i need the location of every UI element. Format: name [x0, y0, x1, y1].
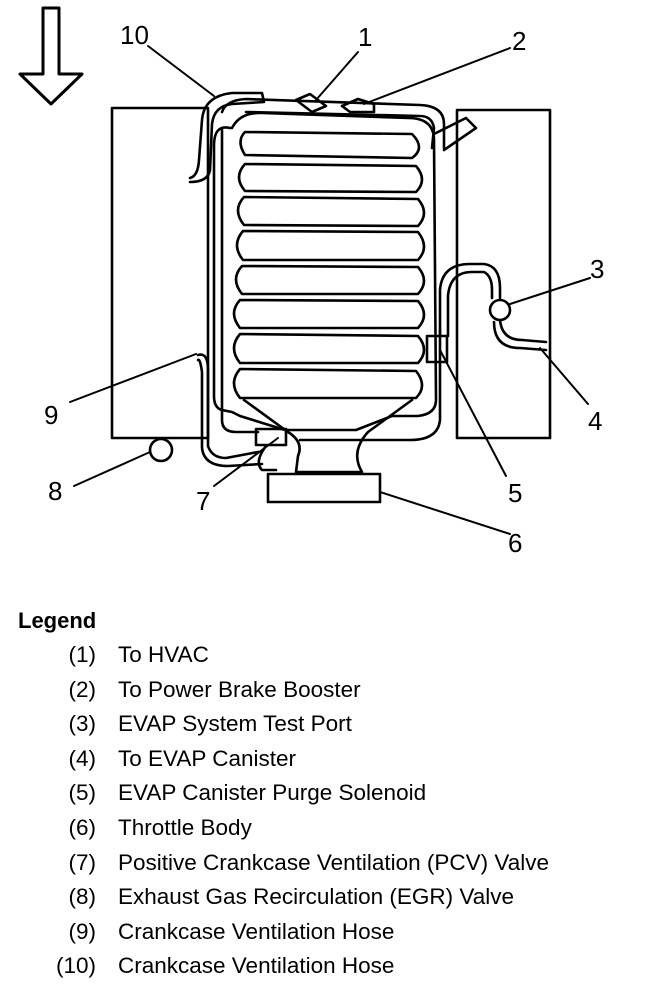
legend-item-label: Throttle Body	[118, 814, 252, 840]
legend-item: (6) Throttle Body	[18, 815, 658, 850]
legend-item-label: To EVAP Canister	[118, 745, 297, 771]
legend-item: (10) Crankcase Ventilation Hose	[18, 953, 658, 988]
evap-purge-solenoid	[425, 334, 449, 364]
legend-title: Legend	[18, 608, 97, 633]
legend-item-number: (10)	[55, 953, 96, 979]
callout-10: 10	[120, 20, 149, 50]
legend-item: (7) Positive Crankcase Ventilation (PCV) …	[18, 850, 658, 885]
callouts: 1 2 3 4 5 6 7 8 9 10	[44, 20, 604, 558]
legend-item: (5) EVAP Canister Purge Solenoid	[18, 780, 658, 815]
top-vacuum-hose	[220, 97, 446, 150]
intake-plenum	[212, 111, 438, 432]
callout-2: 2	[512, 26, 526, 56]
legend-item-label: To HVAC	[118, 642, 209, 667]
legend-item-label: Exhaust Gas Recirculation (EGR) Valve	[118, 884, 514, 910]
pcv-valve	[254, 427, 288, 447]
front-direction-arrow-icon	[18, 6, 84, 106]
crankcase-ventilation-hose-10	[188, 91, 266, 184]
crankcase-ventilation-hose-9	[196, 353, 264, 468]
callout-1: 1	[358, 22, 372, 52]
right-cylinder-bank	[455, 108, 552, 440]
evap-test-port	[488, 298, 512, 322]
callout-4: 4	[588, 406, 602, 436]
callout-leader-lines	[69, 45, 591, 535]
legend-item-number: (3)	[68, 711, 97, 737]
right-bank-outlet-pipe	[432, 116, 478, 152]
callout-9: 9	[44, 400, 58, 430]
egr-valve	[148, 437, 174, 463]
legend: Legend (1) To HVAC (2) To Power Brake Boos…	[18, 608, 658, 988]
legend-item-number: (6)	[68, 814, 97, 840]
callout-8: 8	[48, 476, 62, 506]
legend-item-number: (5)	[68, 780, 97, 806]
legend-item: (9) Crankcase Ventilation Hose	[18, 919, 658, 954]
legend-item-label: To Power Brake Booster	[118, 676, 361, 702]
legend-item: (8) Exhaust Gas Recirculation (EGR) Valve	[18, 884, 658, 919]
brake-booster-fitting	[340, 97, 376, 114]
legend-item: (1) To HVAC	[18, 642, 658, 677]
plenum-hose-loop	[220, 128, 442, 442]
legend-item-number: (2)	[68, 676, 97, 702]
legend-item-label: EVAP Canister Purge Solenoid	[118, 780, 427, 806]
callout-7: 7	[196, 486, 210, 516]
callout-3: 3	[590, 254, 604, 284]
intake-runners	[232, 130, 426, 400]
engine-vacuum-diagram: 1 2 3 4 5 6 7 8 9 10	[18, 6, 604, 558]
legend-item-number: (7)	[68, 849, 97, 875]
legend-item-number: (9)	[68, 918, 97, 944]
throttle-body-neck	[242, 398, 414, 474]
evap-canister-hose	[492, 318, 548, 352]
legend-item-number: (4)	[68, 745, 97, 771]
legend-item: (2) To Power Brake Booster	[18, 677, 658, 712]
legend-item-label: Crankcase Ventilation Hose	[118, 953, 395, 979]
legend-item-number: (8)	[68, 884, 97, 910]
legend-item: (3) EVAP System Test Port	[18, 711, 658, 746]
callout-6: 6	[508, 528, 522, 558]
legend-item-label: Positive Crankcase Ventilation (PCV) Val…	[118, 849, 550, 875]
left-cylinder-bank	[110, 106, 210, 440]
legend-item-number: (1)	[68, 642, 97, 667]
throttle-body	[266, 472, 382, 504]
evap-hose	[438, 262, 502, 338]
callout-5: 5	[508, 478, 522, 508]
hvac-fitting	[294, 92, 328, 114]
legend-item-label: EVAP System Test Port	[118, 711, 352, 737]
legend-item: (4) To EVAP Canister	[18, 746, 658, 781]
legend-item-label: Crankcase Ventilation Hose	[118, 918, 395, 944]
